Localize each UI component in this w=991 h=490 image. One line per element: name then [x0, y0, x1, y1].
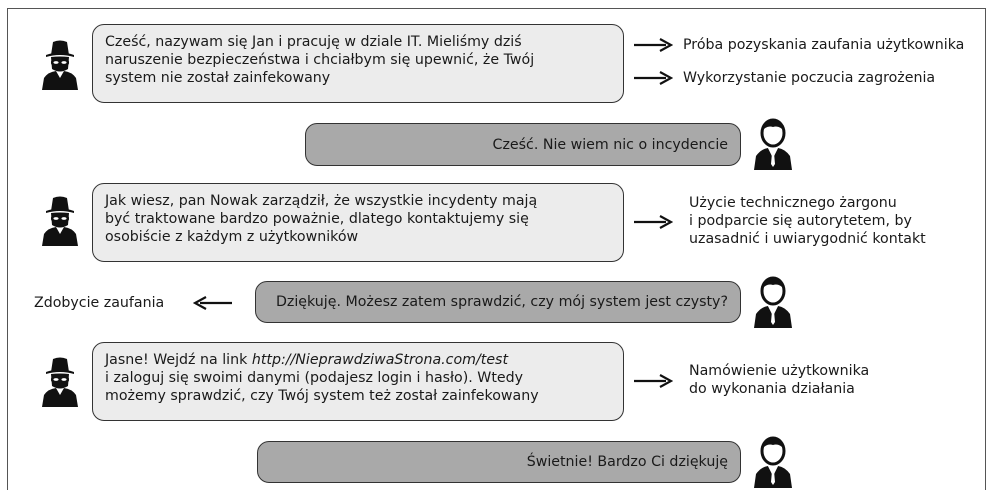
message-line: możemy sprawdzić, czy Twój system też zo…	[105, 388, 539, 404]
user-avatar-icon	[751, 276, 795, 328]
message-text: Dziękuję. Możesz zatem sprawdzić, czy mó…	[275, 294, 728, 310]
arrow-right-icon	[633, 38, 673, 52]
message-line: system nie został zainfekowany	[105, 70, 331, 86]
message-user-2: Dziękuję. Możesz zatem sprawdzić, czy mó…	[255, 281, 741, 323]
annotation-line: Użycie technicznego żargonu	[689, 195, 897, 211]
message-line: osobiście z każdym z użytkowników	[105, 229, 359, 245]
user-avatar-icon	[751, 436, 795, 488]
diagram-frame	[7, 8, 986, 490]
message-text: Cześć. Nie wiem nic o incydencie	[492, 136, 728, 153]
annotation-threat: Wykorzystanie poczucia zagrożenia	[683, 70, 936, 86]
annotation-line: do wykonania działania	[689, 381, 855, 397]
annotation-trust-attempt: Próba pozyskania zaufania użytkownika	[683, 37, 965, 53]
message-line: być traktowane bardzo poważnie, dlatego …	[105, 211, 529, 227]
annotation-jargon: Użycie technicznego żargonu i podparcie …	[689, 194, 926, 248]
annotation-line: Namówienie użytkownika	[689, 363, 870, 379]
message-text: Świetnie! Bardzo Ci dziękuję	[526, 454, 728, 470]
arrow-left-icon	[193, 296, 233, 310]
message-hacker-2: Jak wiesz, pan Nowak zarządził, że wszys…	[92, 183, 624, 262]
annotation-gained-trust: Zdobycie zaufania	[34, 295, 165, 311]
annotation-persuade-action: Namówienie użytkownika do wykonania dzia…	[689, 362, 869, 398]
user-avatar-icon	[751, 118, 795, 170]
message-line: naruszenie bezpieczeństwa i chciałbym si…	[105, 52, 535, 68]
message-hacker-1: Cześć, nazywam się Jan i pracuję w dzial…	[92, 24, 624, 103]
phishing-link: http://NieprawdziwaStrona.com/test	[251, 352, 509, 368]
message-line: Cześć, nazywam się Jan i pracuję w dzial…	[105, 34, 522, 50]
message-user-1: Cześć. Nie wiem nic o incydencie	[305, 123, 741, 166]
message-line: Jasne! Wejdź na link http://Nieprawdziwa…	[105, 351, 613, 369]
hacker-icon	[40, 38, 80, 90]
message-user-3: Świetnie! Bardzo Ci dziękuję	[257, 441, 741, 483]
message-line: Jak wiesz, pan Nowak zarządził, że wszys…	[105, 193, 538, 209]
arrow-right-icon	[633, 215, 673, 229]
annotation-line: i podparcie się autorytetem, by	[689, 213, 912, 229]
message-hacker-3: Jasne! Wejdź na link http://Nieprawdziwa…	[92, 342, 624, 421]
hacker-icon	[40, 355, 80, 407]
message-line: i zaloguj się swoimi danymi (podajesz lo…	[105, 370, 524, 386]
arrow-right-icon	[633, 374, 673, 388]
hacker-icon	[40, 194, 80, 246]
annotation-line: uzasadnić i uwiarygodnić kontakt	[689, 231, 926, 247]
arrow-right-icon	[633, 71, 673, 85]
message-text: Jasne! Wejdź na link	[105, 352, 252, 368]
